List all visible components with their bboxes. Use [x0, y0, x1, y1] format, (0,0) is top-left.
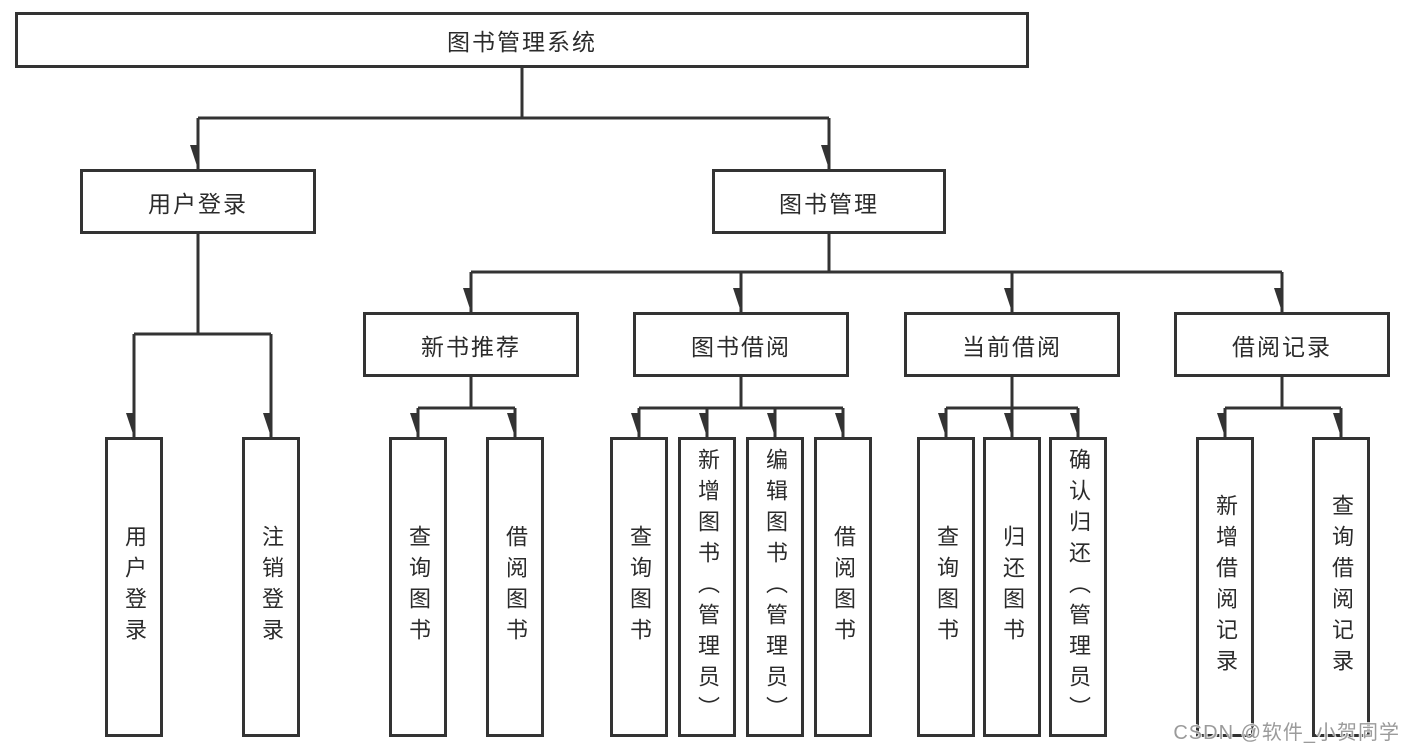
leaf-confirm-return-admin-label: 确认归还（管理员）: [1066, 447, 1091, 727]
leaf-borrow-query-book-label: 查询图书: [627, 525, 652, 649]
leaf-edit-book-admin: 编辑图书（管理员）: [746, 437, 804, 737]
node-book-management-label: 图书管理: [779, 190, 879, 217]
leaf-borrow-book: 借阅图书: [814, 437, 872, 737]
leaf-edit-book-admin-label: 编辑图书（管理员）: [763, 447, 788, 727]
node-user-login: 用户登录: [80, 169, 316, 234]
node-book-borrow-label: 图书借阅: [691, 333, 791, 360]
leaf-query-borrow-record-label: 查询借阅记录: [1329, 494, 1354, 680]
node-book-management: 图书管理: [712, 169, 946, 234]
node-new-book-recommend: 新书推荐: [363, 312, 579, 377]
leaf-add-borrow-record-label: 新增借阅记录: [1213, 494, 1238, 680]
connector-user-login: [134, 234, 271, 336]
connector-borrow-record: [1225, 377, 1341, 410]
leaf-confirm-return-admin: 确认归还（管理员）: [1049, 437, 1107, 737]
connector-root: [198, 68, 829, 120]
leaf-return-book: 归还图书: [983, 437, 1041, 737]
leaf-add-borrow-record: 新增借阅记录: [1196, 437, 1254, 737]
connector-book-borrow: [639, 377, 843, 410]
leaf-newbook-borrow-book-label: 借阅图书: [503, 525, 528, 649]
leaf-newbook-query-book: 查询图书: [389, 437, 447, 737]
node-root-label: 图书管理系统: [447, 29, 597, 55]
leaf-newbook-query-book-label: 查询图书: [406, 525, 431, 649]
leaf-logout: 注销登录: [242, 437, 300, 737]
node-new-book-recommend-label: 新书推荐: [421, 333, 521, 360]
connector-current-borrow: [946, 377, 1078, 410]
node-book-borrow: 图书借阅: [633, 312, 849, 377]
node-borrow-record-label: 借阅记录: [1232, 333, 1332, 360]
leaf-user-login-label: 用户登录: [122, 525, 147, 649]
leaf-newbook-borrow-book: 借阅图书: [486, 437, 544, 737]
node-current-borrow: 当前借阅: [904, 312, 1120, 377]
connector-new-book: [418, 377, 515, 410]
connector-book-management: [471, 234, 1282, 274]
leaf-current-query-book-label: 查询图书: [934, 525, 959, 649]
leaf-query-borrow-record: 查询借阅记录: [1312, 437, 1370, 737]
leaf-borrow-book-label: 借阅图书: [831, 525, 856, 649]
leaf-return-book-label: 归还图书: [1000, 525, 1025, 649]
node-root: 图书管理系统: [15, 12, 1029, 68]
leaf-add-book-admin-label: 新增图书（管理员）: [695, 447, 720, 727]
node-borrow-record: 借阅记录: [1174, 312, 1390, 377]
node-user-login-label: 用户登录: [148, 190, 248, 217]
leaf-current-query-book: 查询图书: [917, 437, 975, 737]
leaf-borrow-query-book: 查询图书: [610, 437, 668, 737]
watermark: CSDN @软件_小贺同学: [1173, 722, 1400, 744]
leaf-user-login: 用户登录: [105, 437, 163, 737]
leaf-logout-label: 注销登录: [259, 525, 284, 649]
node-current-borrow-label: 当前借阅: [962, 333, 1062, 360]
leaf-add-book-admin: 新增图书（管理员）: [678, 437, 736, 737]
